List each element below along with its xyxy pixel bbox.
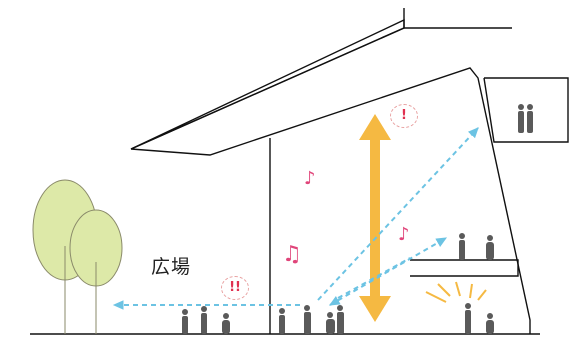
person: [459, 233, 465, 260]
person: [465, 303, 471, 334]
person: [304, 305, 311, 334]
attention-rays: [425, 281, 487, 303]
vertical-double-arrow: [359, 114, 391, 322]
sightline-arrows: [112, 127, 479, 310]
person: [337, 305, 344, 334]
sightline-lower-right: [337, 257, 411, 299]
sightline-to-balcony: [328, 237, 448, 306]
music-note-double: ♫: [282, 242, 302, 267]
exclaim-bubble-upper: !: [390, 104, 418, 128]
exclaim-bubble-plaza: !!: [221, 276, 249, 300]
person: [182, 309, 188, 334]
person: [201, 306, 207, 334]
person: [279, 308, 285, 334]
building-outline: [130, 8, 569, 334]
people: [182, 104, 533, 334]
music-note-right: ♪: [398, 224, 410, 245]
plaza-label: 広場: [151, 256, 192, 278]
person: [527, 104, 533, 133]
person: [518, 104, 524, 133]
person: [486, 313, 494, 334]
person: [326, 312, 335, 334]
music-note-upper: ♪: [304, 168, 316, 189]
tree-right: [69, 209, 123, 334]
sightline-to-upper-box: [317, 127, 479, 301]
person: [486, 235, 494, 260]
person: [222, 313, 230, 334]
